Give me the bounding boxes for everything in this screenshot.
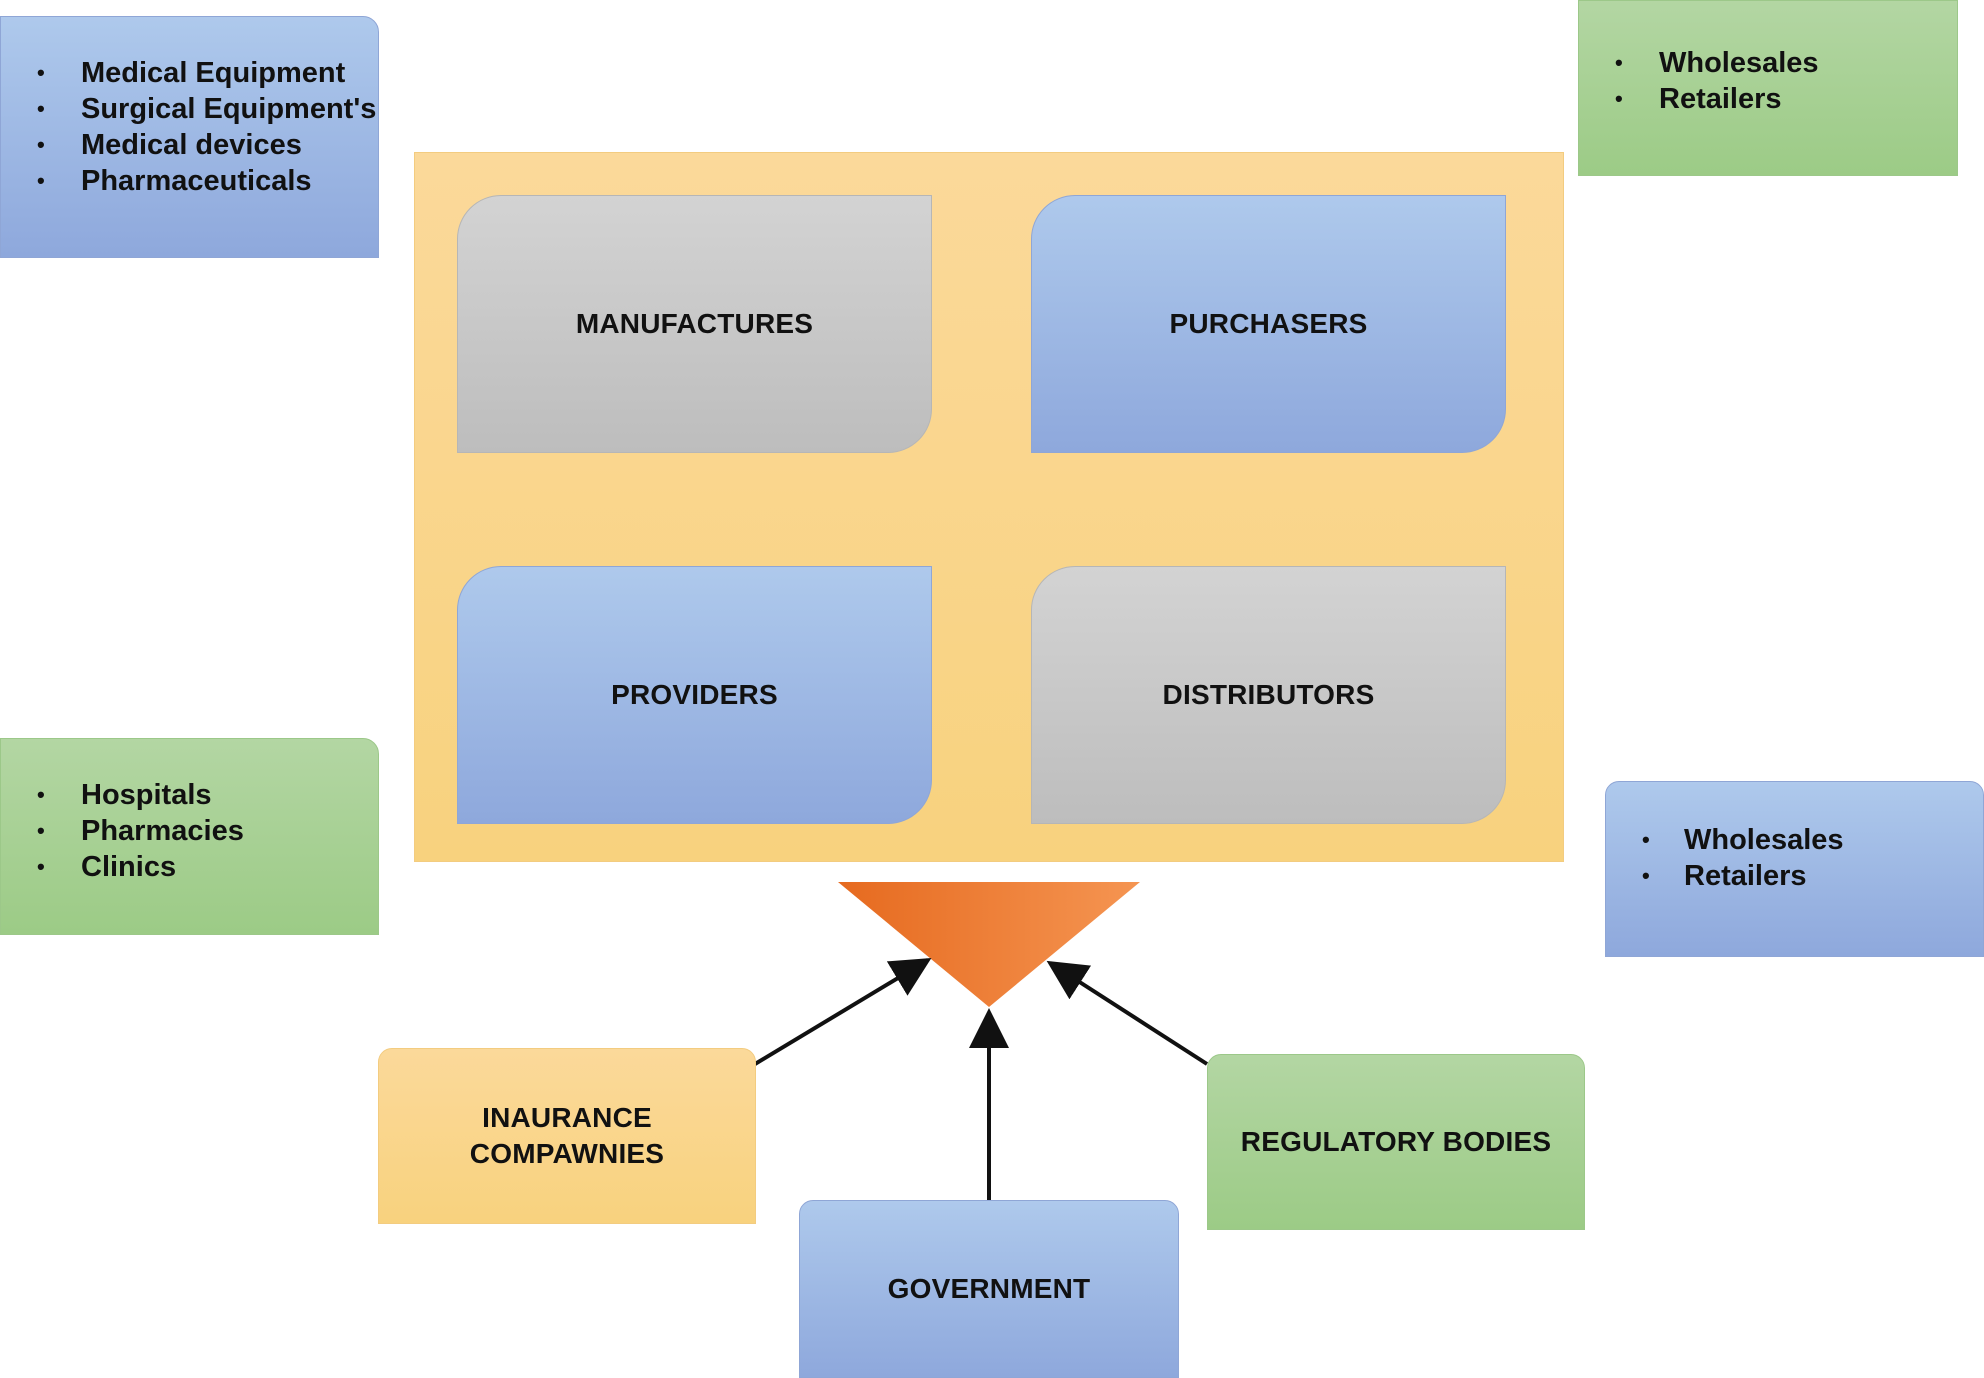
box-insurance: INAURANCE COMPAWNIES <box>378 1048 756 1224</box>
box-provider-types: Hospitals Pharmacies Clinics <box>0 738 379 935</box>
box-regulatory: REGULATORY BODIES <box>1207 1054 1585 1230</box>
regulatory-label: REGULATORY BODIES <box>1240 1126 1552 1157</box>
tile-distributors: DISTRIBUTORS <box>1031 566 1506 824</box>
government-label: GOVERNMENT <box>887 1273 1091 1304</box>
funnel-icon <box>838 882 1140 1007</box>
list-item: Hospitals <box>1 777 378 813</box>
list-item: Pharmaceuticals <box>1 163 378 199</box>
tile-providers: PROVIDERS <box>457 566 932 824</box>
list-item: Medical Equipment <box>1 55 378 91</box>
arrow-insurance <box>753 957 932 1066</box>
list-item: Retailers <box>1606 858 1983 894</box>
product-types-list: Medical Equipment Surgical Equipment's M… <box>1 55 378 199</box>
box-distributor-types: Wholesales Retailers <box>1605 781 1984 957</box>
provider-types-list: Hospitals Pharmacies Clinics <box>1 777 378 885</box>
arrow-regulatory <box>1046 960 1209 1066</box>
list-item: Surgical Equipment's <box>1 91 378 127</box>
insurance-label: INAURANCE COMPAWNIES <box>469 1102 665 1169</box>
box-product-types: Medical Equipment Surgical Equipment's M… <box>0 16 379 258</box>
tile-providers-label: PROVIDERS <box>611 679 778 710</box>
list-item: Medical devices <box>1 127 378 163</box>
list-item: Pharmacies <box>1 813 378 849</box>
distributor-types-list: Wholesales Retailers <box>1606 822 1983 894</box>
list-item: Clinics <box>1 849 378 885</box>
purchaser-types-list: Wholesales Retailers <box>1579 45 1957 117</box>
tile-distributors-label: DISTRIBUTORS <box>1162 679 1375 710</box>
tile-purchasers: PURCHASERS <box>1031 195 1506 453</box>
tile-manufactures: MANUFACTURES <box>457 195 932 453</box>
tile-purchasers-label: PURCHASERS <box>1169 308 1368 339</box>
list-item: Wholesales <box>1579 45 1957 81</box>
box-purchaser-types: Wholesales Retailers <box>1578 0 1958 176</box>
list-item: Wholesales <box>1606 822 1983 858</box>
tile-manufactures-label: MANUFACTURES <box>575 308 814 339</box>
list-item: Retailers <box>1579 81 1957 117</box>
box-government: GOVERNMENT <box>799 1200 1179 1378</box>
